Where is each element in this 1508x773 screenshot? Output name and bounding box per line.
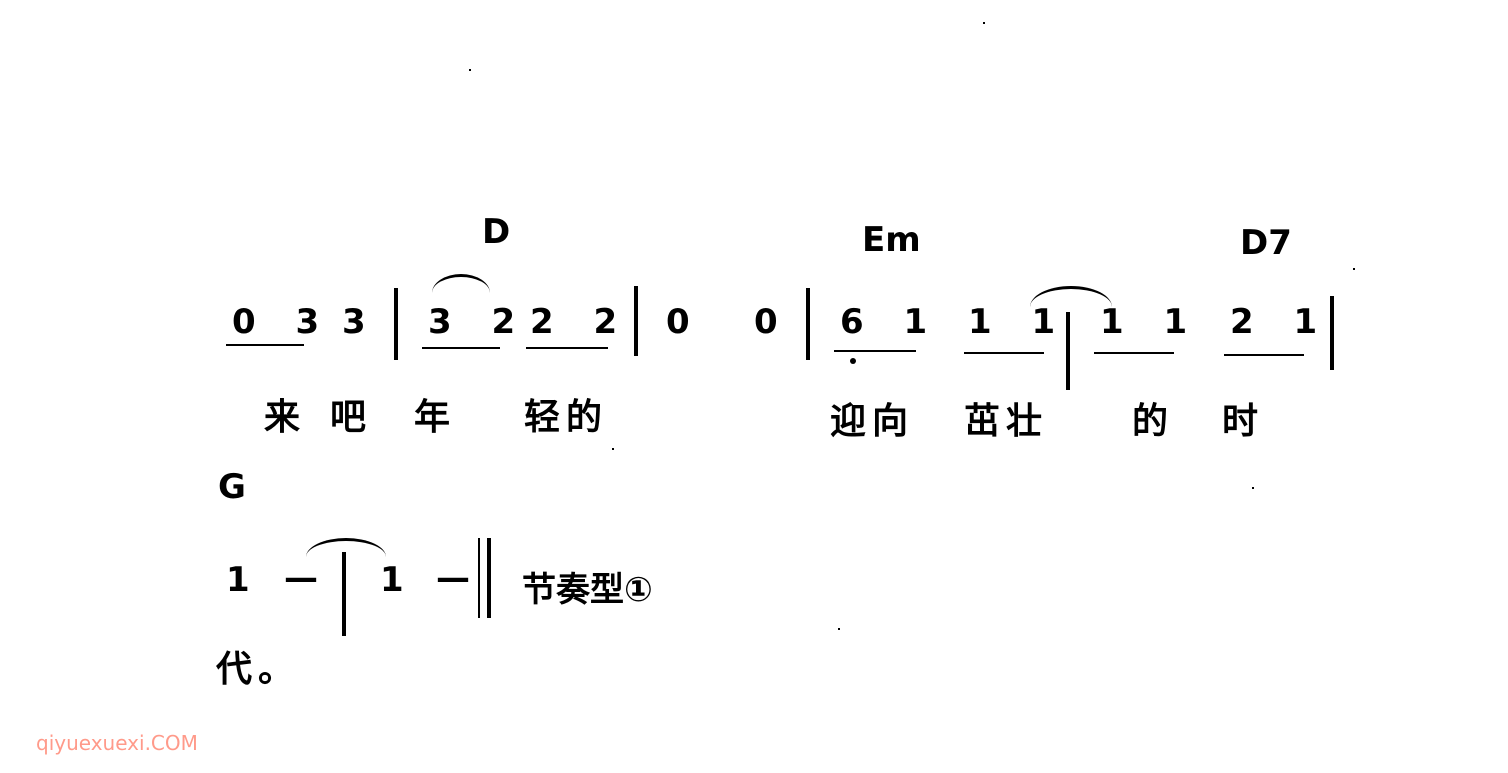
note-group: 3 2 bbox=[428, 302, 530, 342]
tie bbox=[306, 538, 386, 557]
lyric: 的 bbox=[1132, 401, 1175, 442]
lyric: 茁壮 bbox=[964, 401, 1049, 442]
note-group: 1 1 bbox=[968, 302, 1070, 342]
dash: — bbox=[284, 558, 332, 598]
underline bbox=[1224, 354, 1304, 356]
underline bbox=[1094, 352, 1174, 354]
speck bbox=[469, 69, 471, 71]
lyric: 时 bbox=[1222, 401, 1265, 442]
note-group: 2 2 bbox=[530, 302, 632, 342]
speck bbox=[1353, 268, 1355, 270]
chord-d: D bbox=[482, 212, 511, 252]
note: 3 bbox=[342, 302, 380, 342]
watermark: qiyuexuexi.COM bbox=[36, 731, 198, 755]
note: 1 bbox=[226, 560, 264, 600]
note: 1 bbox=[380, 560, 418, 600]
rhythm-pattern-label: 节奏型① bbox=[522, 570, 653, 610]
barline bbox=[1330, 296, 1334, 370]
chord-em: Em bbox=[862, 220, 921, 260]
speck bbox=[612, 448, 614, 450]
underline bbox=[834, 350, 916, 352]
tie bbox=[1030, 286, 1112, 307]
barline bbox=[806, 288, 810, 360]
underline bbox=[964, 352, 1044, 354]
note-group: 2 1 bbox=[1230, 302, 1332, 342]
low-octave-dot bbox=[850, 358, 856, 364]
speck bbox=[983, 22, 985, 24]
barline bbox=[394, 288, 398, 360]
double-barline-thin bbox=[478, 538, 480, 618]
chord-d7: D7 bbox=[1240, 223, 1292, 263]
barline bbox=[634, 286, 638, 356]
speck bbox=[838, 628, 840, 630]
double-barline-thick bbox=[487, 538, 491, 618]
note: 0 bbox=[754, 302, 792, 342]
chord-g: G bbox=[218, 467, 246, 507]
note: 0 bbox=[666, 302, 704, 342]
note-group: 0 3 bbox=[232, 302, 334, 342]
lyric: 吧 bbox=[330, 397, 373, 438]
slur bbox=[432, 274, 490, 293]
note-group: 1 1 bbox=[1100, 302, 1202, 342]
speck bbox=[1252, 487, 1254, 489]
lyric: 迎向 bbox=[830, 401, 915, 442]
barline bbox=[342, 552, 346, 636]
lyric: 轻的 bbox=[524, 397, 609, 438]
dash: — bbox=[436, 558, 484, 598]
lyric: 代。 bbox=[216, 649, 301, 690]
underline bbox=[526, 347, 608, 349]
lyric: 来 bbox=[264, 397, 307, 438]
note-group: 6 1 bbox=[840, 302, 942, 342]
underline bbox=[422, 347, 500, 349]
barline bbox=[1066, 312, 1070, 390]
lyric: 年 bbox=[414, 397, 457, 438]
underline bbox=[226, 344, 304, 346]
